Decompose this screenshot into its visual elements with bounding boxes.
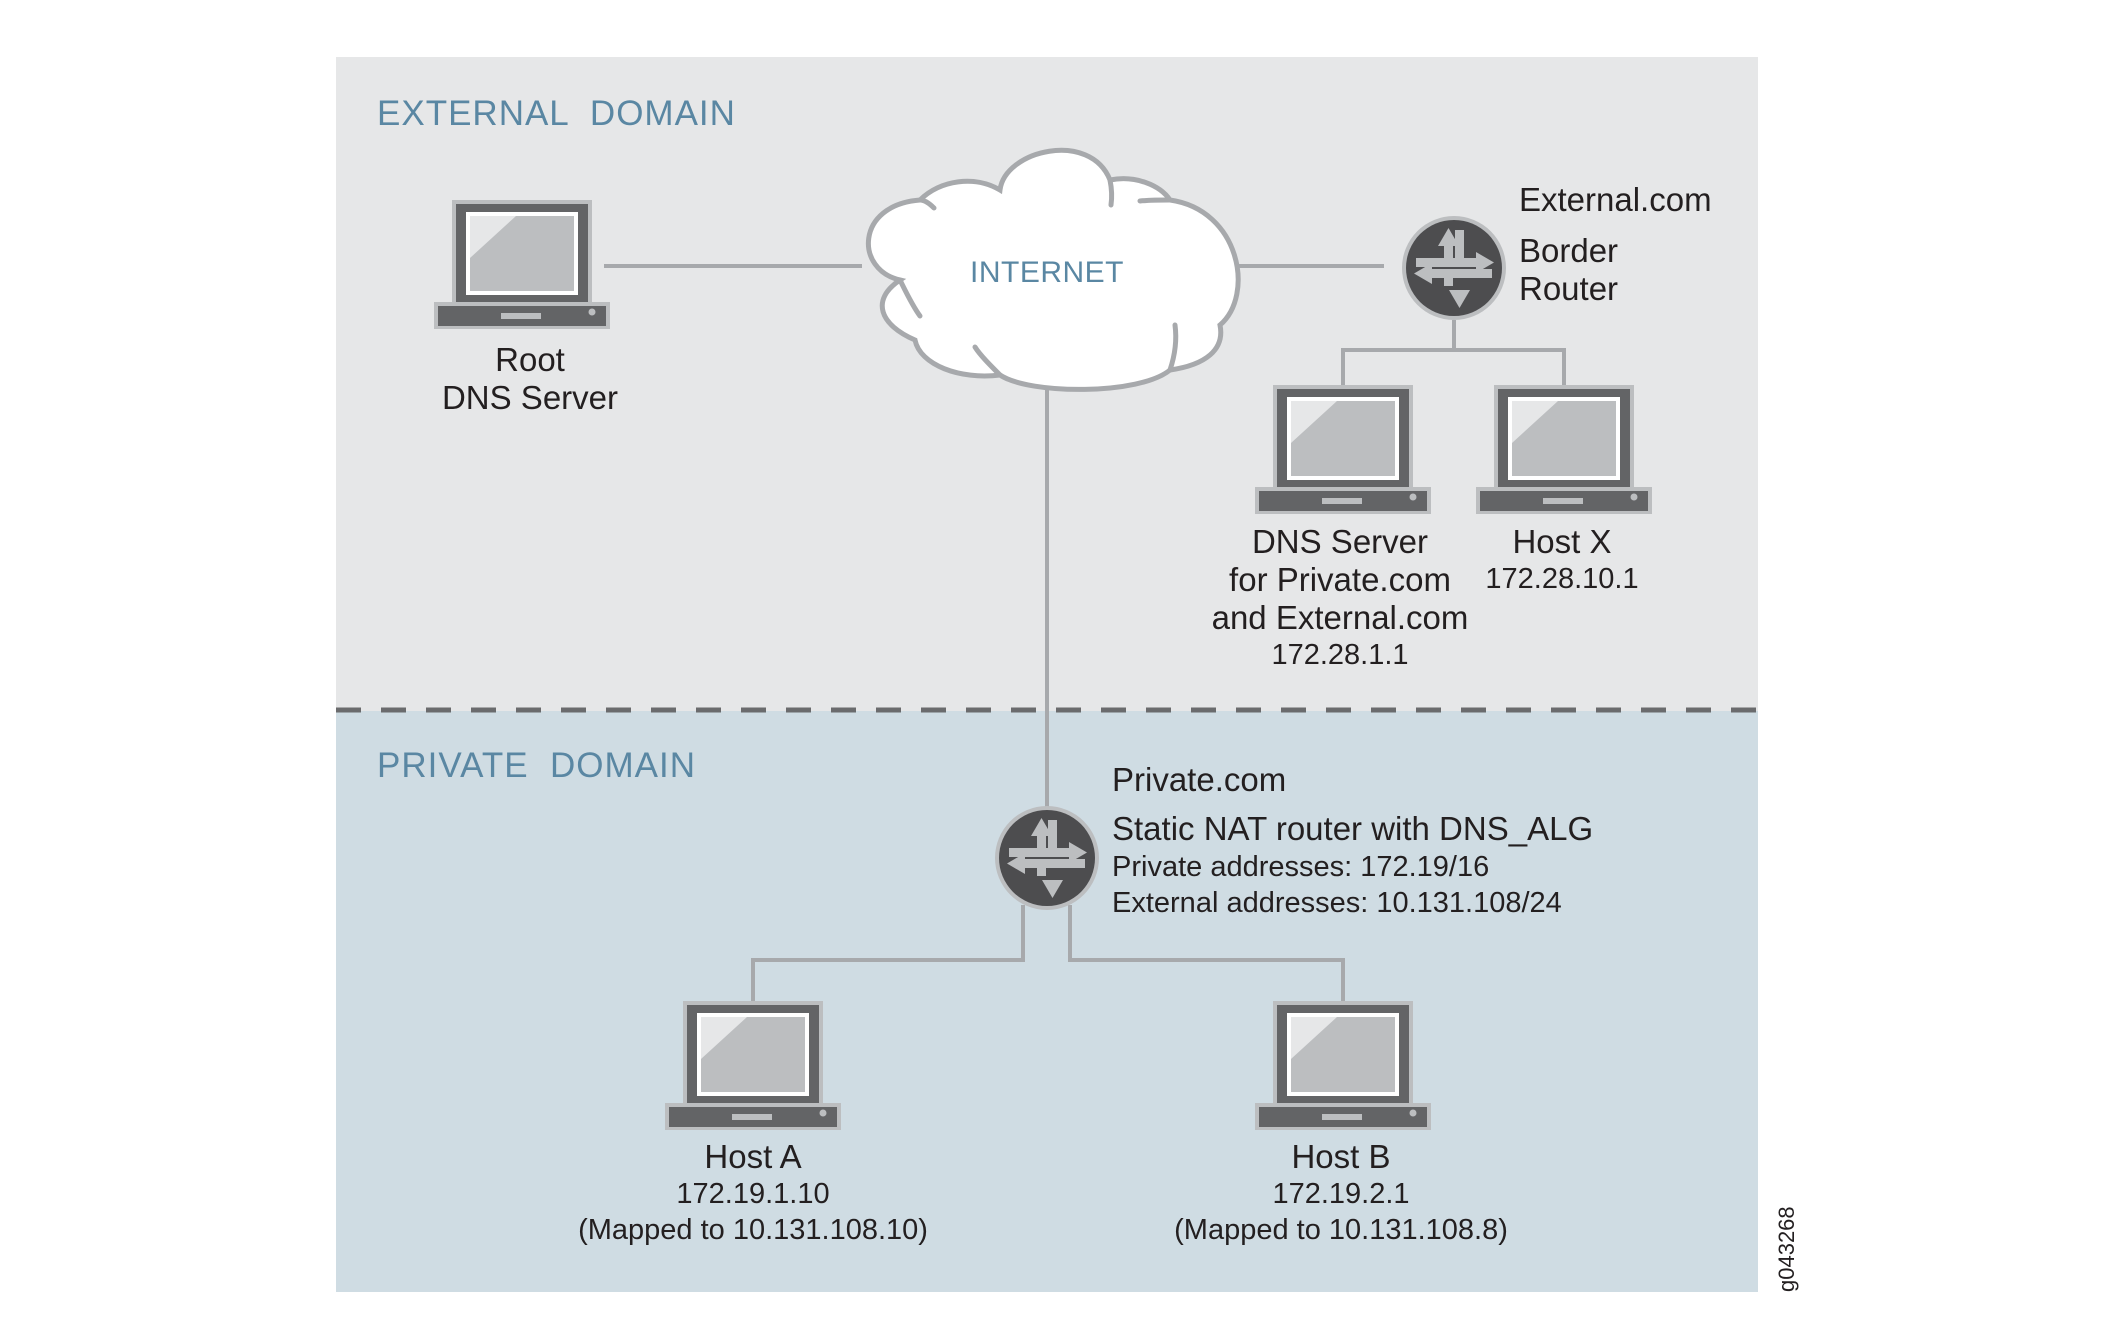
root-dns-label-line2: DNS Server: [442, 379, 618, 416]
root-dns-laptop-icon: [434, 200, 610, 329]
link-nat-router-hosta: [751, 905, 1025, 1003]
root-dns-server: Root DNS Server: [434, 200, 618, 416]
host-a-ip: 172.19.1.10: [676, 1178, 829, 1210]
host-x-ip: 172.28.10.1: [1485, 563, 1638, 595]
internet-cloud-icon: [866, 147, 1241, 392]
border-router-label-line2: Router: [1519, 270, 1618, 307]
nat-router-external-addresses: External addresses: 10.131.108/24: [1112, 887, 1562, 919]
link-nat-router-hostb: [1068, 905, 1345, 1003]
host-b-mapped: (Mapped to 10.131.108.8): [1174, 1214, 1508, 1246]
border-router-domain: External.com: [1519, 181, 1712, 218]
border-router-icon: [1402, 216, 1506, 320]
nat-router: Private.com Static NAT router with DNS_A…: [995, 761, 1593, 919]
host-a-mapped: (Mapped to 10.131.108.10): [578, 1214, 928, 1246]
figure-id: g043268: [1774, 1206, 1799, 1292]
root-dns-label-line1: Root: [495, 341, 565, 378]
nat-router-private-addresses: Private addresses: 172.19/16: [1112, 851, 1489, 883]
dns-server: DNS Server for Private.com and External.…: [1212, 385, 1469, 671]
dns-server-label-line1: DNS Server: [1252, 523, 1428, 560]
nat-router-icon: [995, 806, 1099, 910]
host-b-ip: 172.19.2.1: [1272, 1178, 1409, 1210]
internet-label: INTERNET: [970, 256, 1124, 289]
dns-server-laptop-icon: [1255, 385, 1431, 514]
host-a-name: Host A: [704, 1138, 801, 1175]
host-b-name: Host B: [1291, 1138, 1390, 1175]
external-domain-label: EXTERNAL DOMAIN: [377, 94, 736, 133]
border-router-label-line1: Border: [1519, 232, 1618, 269]
nat-router-domain: Private.com: [1112, 761, 1286, 798]
dns-server-ip: 172.28.1.1: [1271, 639, 1408, 671]
link-border-router-bus: [1341, 320, 1456, 388]
host-a-laptop-icon: [665, 1001, 841, 1130]
host-x-name: Host X: [1512, 523, 1611, 560]
dns-server-label-line3: and External.com: [1212, 599, 1469, 636]
host-x: Host X 172.28.10.1: [1476, 385, 1652, 595]
host-x-laptop-icon: [1476, 385, 1652, 514]
dns-server-label-line2: for Private.com: [1229, 561, 1451, 598]
private-domain-label: PRIVATE DOMAIN: [377, 746, 696, 785]
link-border-router-hostx: [1454, 348, 1566, 388]
nat-router-title: Static NAT router with DNS_ALG: [1112, 810, 1593, 847]
border-router: External.com Border Router: [1402, 181, 1712, 320]
host-a: Host A 172.19.1.10 (Mapped to 10.131.108…: [578, 1001, 928, 1246]
host-b: Host B 172.19.2.1 (Mapped to 10.131.108.…: [1174, 1001, 1508, 1246]
host-b-laptop-icon: [1255, 1001, 1431, 1130]
